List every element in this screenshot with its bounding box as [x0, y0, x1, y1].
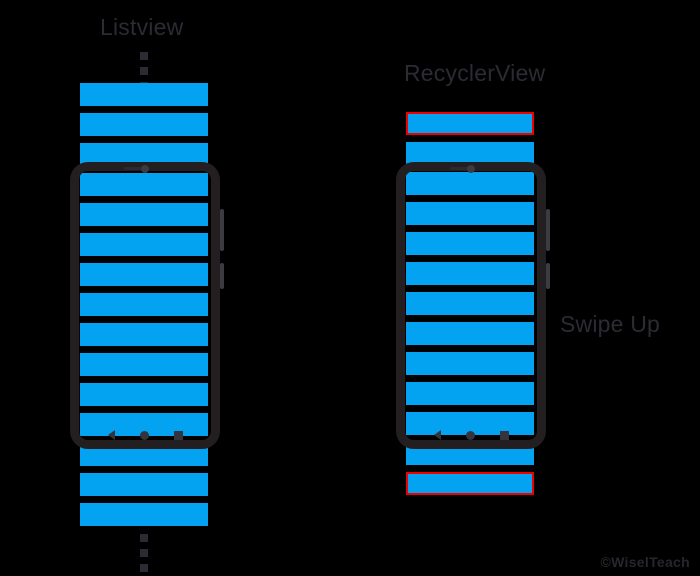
swipe-up-label: Swipe Up: [560, 311, 661, 337]
dot-icon: [140, 67, 148, 75]
recyclerview-row-item[interactable]: [406, 202, 534, 225]
recyclerview-row-item[interactable]: [406, 172, 534, 195]
watermark: ©WiselTeach: [600, 554, 690, 570]
recyclerview-row-item[interactable]: [406, 292, 534, 315]
dot-icon: [140, 549, 148, 557]
listview-row-item[interactable]: [80, 503, 208, 526]
listview-row-item[interactable]: [80, 353, 208, 376]
recyclerview-row-item[interactable]: [406, 382, 534, 405]
dot-icon: [140, 52, 148, 60]
listview-row-item[interactable]: [80, 473, 208, 496]
listview-row-item[interactable]: [80, 383, 208, 406]
recyclerview-title: RecyclerView: [404, 60, 546, 86]
recyclerview-row-item[interactable]: [406, 412, 534, 435]
recyclerview-row-item[interactable]: [406, 472, 534, 495]
power-button[interactable]: [546, 209, 550, 251]
recyclerview-row-item[interactable]: [406, 142, 534, 165]
listview-item-column: [80, 83, 208, 526]
listview-row-item[interactable]: [80, 233, 208, 256]
dot-icon: [140, 564, 148, 572]
recyclerview-row-item[interactable]: [406, 352, 534, 375]
listview-row-item[interactable]: [80, 443, 208, 466]
recyclerview-row-item[interactable]: [406, 322, 534, 345]
listview-row-item[interactable]: [80, 173, 208, 196]
listview-row-item[interactable]: [80, 263, 208, 286]
recyclerview-row-item[interactable]: [406, 232, 534, 255]
dot-icon: [140, 534, 148, 542]
recyclerview-row-item[interactable]: [406, 442, 534, 465]
volume-button[interactable]: [546, 263, 550, 289]
recyclerview-row-item[interactable]: [406, 262, 534, 285]
listview-row-item[interactable]: [80, 323, 208, 346]
ellipsis-dots-below-icon: [140, 534, 148, 572]
listview-row-item[interactable]: [80, 83, 208, 106]
recyclerview-row-item[interactable]: [406, 112, 534, 135]
listview-row-item[interactable]: [80, 413, 208, 436]
listview-row-item[interactable]: [80, 143, 208, 166]
listview-row-item[interactable]: [80, 113, 208, 136]
recyclerview-item-column: [406, 112, 534, 495]
listview-title: Listview: [100, 14, 184, 40]
listview-row-item[interactable]: [80, 203, 208, 226]
power-button[interactable]: [220, 209, 224, 251]
volume-button[interactable]: [220, 263, 224, 289]
listview-row-item[interactable]: [80, 293, 208, 316]
